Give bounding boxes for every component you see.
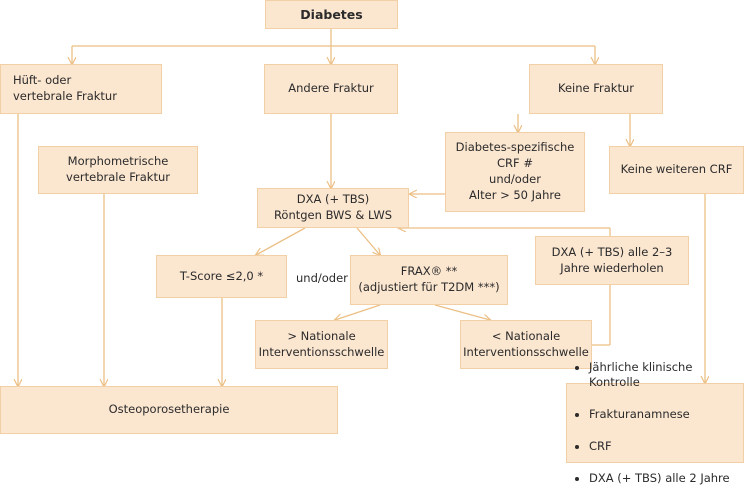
tscore-label: T-Score ≤2,0 * — [179, 268, 264, 283]
less-nationale-node: < Nationale Interventionsschwelle — [460, 320, 592, 369]
less-nationale-label: < Nationale Interventionsschwelle — [463, 328, 589, 359]
followup-list: Jährliche klinische Kontrolle Frakturana… — [571, 344, 739, 502]
diabetes-node: Diabetes — [265, 0, 398, 29]
followup-node: Jährliche klinische Kontrolle Frakturana… — [566, 360, 744, 485]
morphometrische-label: Morphometrische vertebrale Fraktur — [66, 154, 170, 184]
andere-fraktur-node: Andere Fraktur — [264, 64, 398, 114]
followup-item: Jährliche klinische Kontrolle — [589, 360, 739, 392]
greater-nationale-node: > Nationale Interventionsschwelle — [255, 320, 388, 369]
diabetes-label: Diabetes — [300, 6, 363, 22]
andere-fraktur-label: Andere Fraktur — [288, 81, 374, 96]
dxa-node: DXA (+ TBS) Röntgen BWS & LWS — [257, 188, 409, 228]
huft-vertebrale-label: Hüft- oder vertebrale Fraktur — [13, 73, 117, 103]
tscore-node: T-Score ≤2,0 * — [156, 255, 287, 298]
und-oder-label: und/oder — [296, 271, 348, 285]
morphometrische-node: Morphometrische vertebrale Fraktur — [38, 146, 198, 194]
connector-lines — [0, 28, 746, 472]
followup-item: Frakturanamnese — [589, 407, 739, 423]
osteoporosetherapie-node: Osteoporosetherapie — [0, 386, 338, 434]
diabetes-spezifische-node: Diabetes-spezifische CRF # und/oder Alte… — [445, 132, 585, 212]
dxa-label: DXA (+ TBS) Röntgen BWS & LWS — [273, 192, 393, 222]
osteoporosetherapie-label: Osteoporosetherapie — [108, 402, 230, 417]
diabetes-spezifische-label: Diabetes-spezifische CRF # und/oder Alte… — [455, 140, 575, 202]
frax-node: FRAX® ** (adjustiert für T2DM ***) — [350, 255, 508, 305]
keine-weiteren-crf-node: Keine weiteren CRF — [609, 146, 744, 194]
keine-fraktur-node: Keine Fraktur — [529, 64, 663, 114]
dxa-repeat-node: DXA (+ TBS) alle 2–3 Jahre wiederholen — [535, 236, 689, 285]
frax-label: FRAX® ** (adjustiert für T2DM ***) — [358, 264, 500, 294]
huft-vertebrale-node: Hüft- oder vertebrale Fraktur — [0, 64, 162, 114]
dxa-repeat-label: DXA (+ TBS) alle 2–3 Jahre wiederholen — [551, 244, 673, 275]
followup-item: CRF — [589, 439, 739, 455]
followup-item: DXA (+ TBS) alle 2 Jahre — [589, 471, 739, 487]
keine-fraktur-label: Keine Fraktur — [558, 81, 634, 96]
greater-nationale-label: > Nationale Interventionsschwelle — [258, 328, 385, 359]
keine-weiteren-crf-label: Keine weiteren CRF — [620, 162, 733, 177]
